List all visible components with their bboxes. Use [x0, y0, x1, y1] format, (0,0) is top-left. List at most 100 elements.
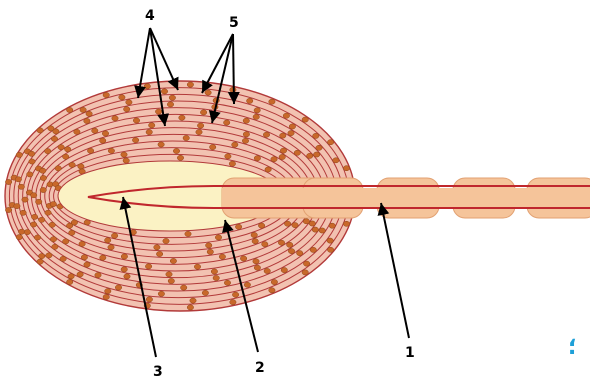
lamella-cell-dot	[280, 148, 286, 153]
lamella-cell-dot	[287, 242, 293, 247]
lamella-cell-dot	[254, 108, 260, 113]
lamella-cell-dot	[31, 193, 37, 198]
lamella-cell-dot	[262, 242, 268, 247]
lamella-cell-dot	[271, 157, 277, 162]
lamella-cell-dot	[279, 154, 285, 159]
lamella-cell-dot	[314, 152, 320, 157]
lamella-cell-dot	[84, 262, 90, 267]
lamella-cell-dot	[144, 84, 150, 89]
lamella-cell-dot	[206, 243, 212, 248]
lamella-cell-dot	[232, 292, 238, 297]
lamella-cell-dot	[156, 251, 162, 256]
lamella-cell-dot	[316, 145, 322, 150]
lamella-cell-dot	[253, 114, 259, 119]
lamella-cell-dot	[183, 135, 189, 140]
axon-shaft	[222, 188, 590, 208]
lamella-cell-dot	[294, 150, 300, 155]
lamella-cell-dot	[278, 240, 284, 245]
lamella-cell-dot	[65, 147, 71, 152]
lamella-cell-dot	[52, 244, 58, 249]
lamella-cell-dot	[154, 245, 160, 250]
lamella-cell-dot	[211, 269, 217, 274]
lamella-cell-dot	[264, 268, 270, 273]
lamella-cell-dot	[288, 131, 294, 136]
lamella-cell-dot	[121, 152, 127, 157]
lamella-cell-dot	[269, 288, 275, 293]
lamella-cell-dot	[115, 285, 121, 290]
lamella-cell-dot	[18, 229, 24, 234]
lamella-cell-dot	[271, 280, 277, 285]
lamella-cell-dot	[78, 164, 84, 169]
lamella-cell-dot	[269, 99, 275, 104]
lamella-cell-dot	[102, 131, 108, 136]
label-3: 3	[153, 364, 163, 380]
lamella-cell-dot	[18, 184, 24, 189]
lamella-cell-dot	[46, 253, 52, 258]
lamella-cell-dot	[132, 138, 138, 143]
lamella-cell-dot	[39, 217, 45, 222]
lamella-cell-dot	[155, 109, 161, 114]
lamella-cell-dot	[312, 227, 318, 232]
lamella-cell-dot	[108, 148, 114, 153]
lamella-cell-dot	[50, 202, 56, 207]
lamella-cell-dot	[247, 98, 253, 103]
lamella-cell-dot	[343, 221, 349, 226]
lamella-cell-dot	[240, 256, 246, 261]
label-2: 2	[255, 360, 265, 376]
lamella-cell-dot	[81, 255, 87, 260]
lamella-cell-dot	[243, 118, 249, 123]
lamella-cell-dot	[121, 254, 127, 259]
lamella-cell-dot	[119, 95, 125, 100]
lamella-cell-dot	[252, 239, 258, 244]
lamella-cell-dot	[37, 128, 43, 133]
lamella-cell-dot	[69, 230, 75, 235]
lamella-cell-dot	[280, 133, 286, 138]
lamella-cell-dot	[194, 264, 200, 269]
lamella-cell-dot	[111, 233, 117, 238]
lamella-cell-dot	[158, 142, 164, 147]
lamella-cell-dot	[170, 258, 176, 263]
lamella-cell-dot	[146, 297, 152, 302]
lamella-cell-dot	[95, 273, 101, 278]
lamella-cell-dot	[71, 220, 77, 225]
lamella-cell-dot	[224, 120, 230, 125]
lamella-cell-dot	[37, 259, 43, 264]
lamella-cell-dot	[69, 162, 75, 167]
lamella-cell-dot	[67, 279, 73, 284]
lamella-cell-dot	[310, 247, 316, 252]
lamella-cell-dot	[229, 161, 235, 166]
lamella-cell-dot	[40, 187, 46, 192]
edge-mark: ؛	[568, 335, 577, 360]
lamella-cell-dot	[92, 128, 98, 133]
lamella-cell-dot	[187, 305, 193, 310]
lamella-cell-dot	[313, 133, 319, 138]
lamella-cell-dot	[51, 136, 57, 141]
lamella-cell-dot	[230, 300, 236, 305]
lamella-cell-dot	[283, 113, 289, 118]
lamella-cell-dot	[167, 102, 173, 107]
lamella-cell-dot	[100, 138, 106, 143]
lamella-cell-dot	[124, 107, 130, 112]
lamella-cell-dot	[123, 158, 129, 163]
lamella-cell-dot	[235, 224, 241, 229]
lamella-cell-dot	[14, 204, 20, 209]
lamella-cell-dot	[251, 232, 257, 237]
lamella-cell-dot	[181, 285, 187, 290]
lamella-cell-dot	[31, 214, 37, 219]
lamella-cell-dot	[77, 272, 83, 277]
lamella-cell-dot	[244, 282, 250, 287]
lamella-cell-dot	[265, 167, 271, 172]
lamella-cell-dot	[242, 138, 248, 143]
lamella-cell-dot	[258, 223, 264, 228]
lamella-cell-dot	[163, 238, 169, 243]
arrow-1	[381, 203, 409, 338]
label-1: 1	[405, 345, 415, 361]
lamella-cell-dot	[225, 154, 231, 159]
lamella-cell-dot	[200, 110, 206, 115]
lamella-cell-dot	[16, 235, 22, 240]
lamella-cell-dot	[158, 291, 164, 296]
lamella-cell-dot	[333, 158, 339, 163]
lamella-cell-dot	[108, 245, 114, 250]
lamella-cell-dot	[34, 235, 40, 240]
lamella-cell-dot	[202, 290, 208, 295]
